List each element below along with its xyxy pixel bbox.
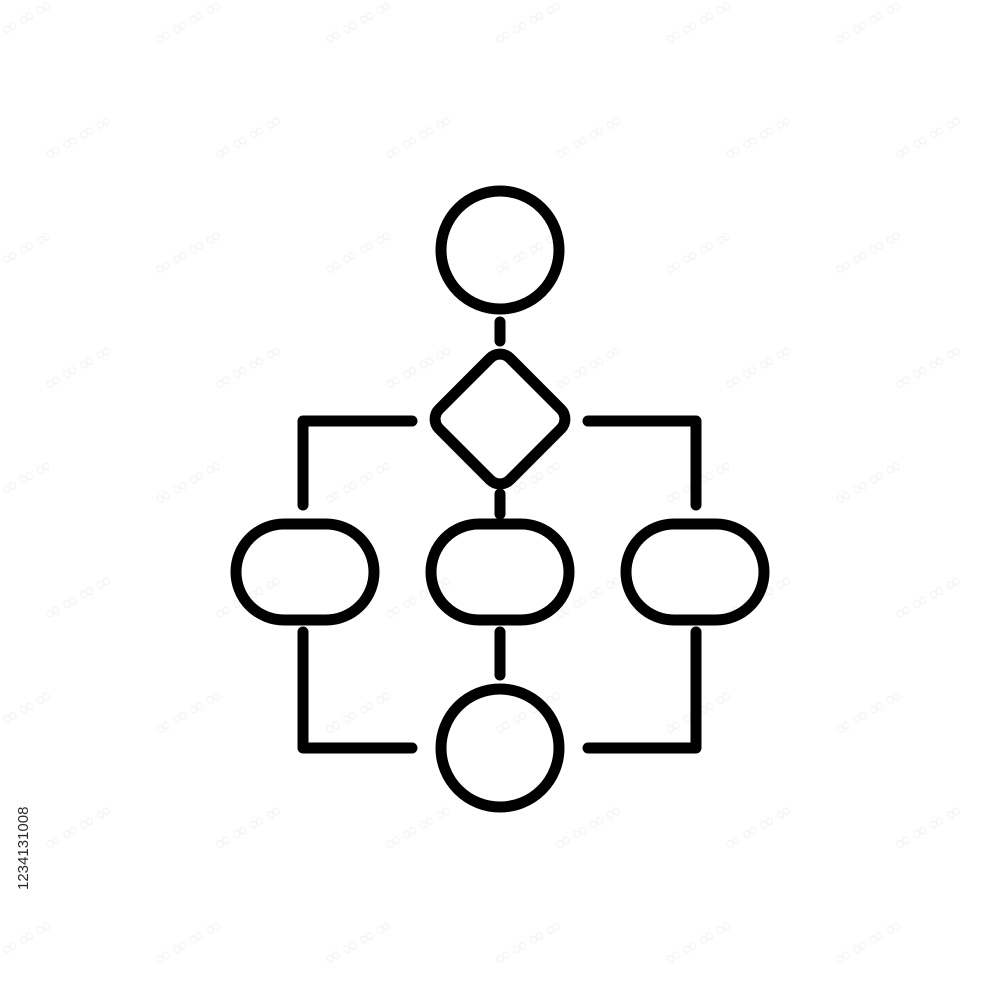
stock-id-label: 1234131008	[15, 806, 32, 890]
process-node-left	[230, 518, 380, 626]
process-node-middle	[425, 518, 575, 626]
edge-left-to-end	[297, 626, 418, 754]
edge-right-to-end	[582, 626, 702, 754]
process-node-right	[620, 518, 770, 626]
edge-decision-to-left	[297, 415, 418, 511]
decision-node-diamond	[429, 348, 571, 490]
edge-decision-to-right	[582, 415, 702, 511]
start-node-circle	[435, 185, 565, 315]
end-node-circle	[435, 683, 565, 813]
